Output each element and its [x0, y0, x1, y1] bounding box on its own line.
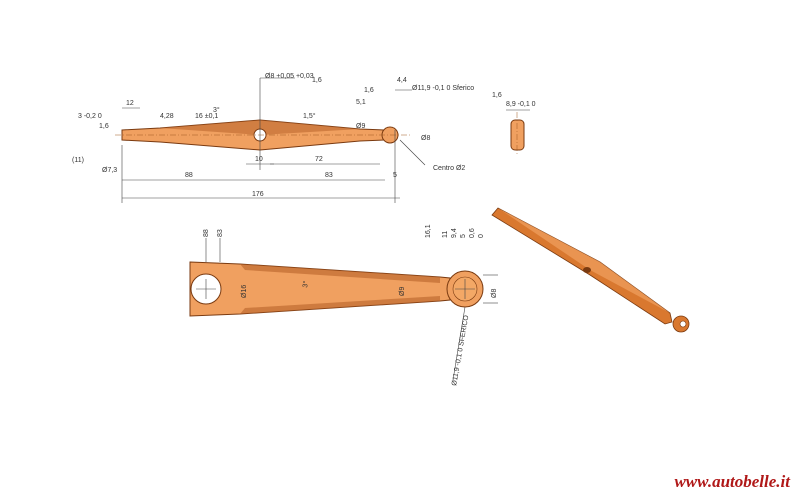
dim-roughness: 1,6 [312, 77, 322, 84]
dim-side-roughness: 1,6 [492, 92, 502, 99]
dim-detail-88: 88 [203, 229, 210, 237]
dim-5-1: 5,1 [356, 99, 366, 106]
top-view: Ø8 +0,05 +0,03 1,6 4,4 1,6 5,1 Ø11,9 -0,… [72, 73, 474, 203]
dim-4-4: 4,4 [397, 77, 407, 84]
dim-detail-angle: 3° [301, 280, 310, 288]
dim-hole-dia: Ø8 +0,05 +0,03 [265, 73, 314, 80]
dim-88: 88 [185, 172, 193, 179]
dim-detail-9-4: 9,4 [451, 228, 458, 238]
dim-72: 72 [315, 156, 323, 163]
dim-side-8-9: 8,9 -0,1 0 [506, 101, 536, 108]
dim-detail-0: 0 [478, 234, 485, 238]
dim-1-6: 1,6 [364, 87, 374, 94]
detail-view: 88 83 Ø16 3° Ø9 16,1 11 9,4 5 0,6 0 Ø8 Ø… [189, 224, 498, 386]
dim-detail-11: 11 [442, 231, 449, 238]
watermark-logo: www.autobelle.it [674, 472, 790, 491]
side-view: 1,6 8,9 -0,1 0 [492, 92, 536, 156]
dim-10: 10 [255, 156, 263, 163]
dim-detail-5: 5 [460, 234, 467, 238]
dim-detail-dia8: Ø8 [491, 289, 498, 298]
dim-83: 83 [325, 172, 333, 179]
dim-detail-16-1: 16,1 [425, 224, 432, 238]
dim-detail-dia16: Ø16 [241, 285, 248, 298]
dim-sphere: Ø11,9 -0,1 0 Sferico [412, 85, 474, 92]
dim-angle-3: 3° [213, 106, 220, 114]
dim-12: 12 [126, 100, 134, 107]
dim-dia-7-3: Ø7,3 [102, 167, 117, 174]
dim-16: 16 ±0,1 [195, 113, 218, 120]
dim-roughness-left: 1,6 [99, 123, 109, 130]
dim-detail-0-6: 0,6 [469, 228, 476, 238]
rod-body-iso [491, 207, 673, 325]
dim-5: 5 [393, 172, 397, 179]
dim-11: (11) [72, 157, 84, 164]
dim-angle-1-5: 1,5° [303, 112, 316, 120]
side-profile [510, 119, 525, 151]
dim-detail-sphere: Ø11,9 -0,1 0 SFERICO [451, 314, 470, 386]
dim-detail-dia9: Ø9 [399, 287, 406, 296]
dim-4-28: 4,28 [160, 113, 174, 120]
dim-dia-8: Ø8 [421, 135, 430, 142]
dim-detail-83: 83 [217, 229, 224, 237]
dim-176: 176 [252, 191, 264, 198]
dim-dia-9: Ø9 [356, 123, 365, 130]
dim-3: 3 -0,2 0 [78, 113, 102, 120]
isometric-view [491, 207, 690, 333]
dim-center: Centro Ø2 [433, 165, 465, 172]
